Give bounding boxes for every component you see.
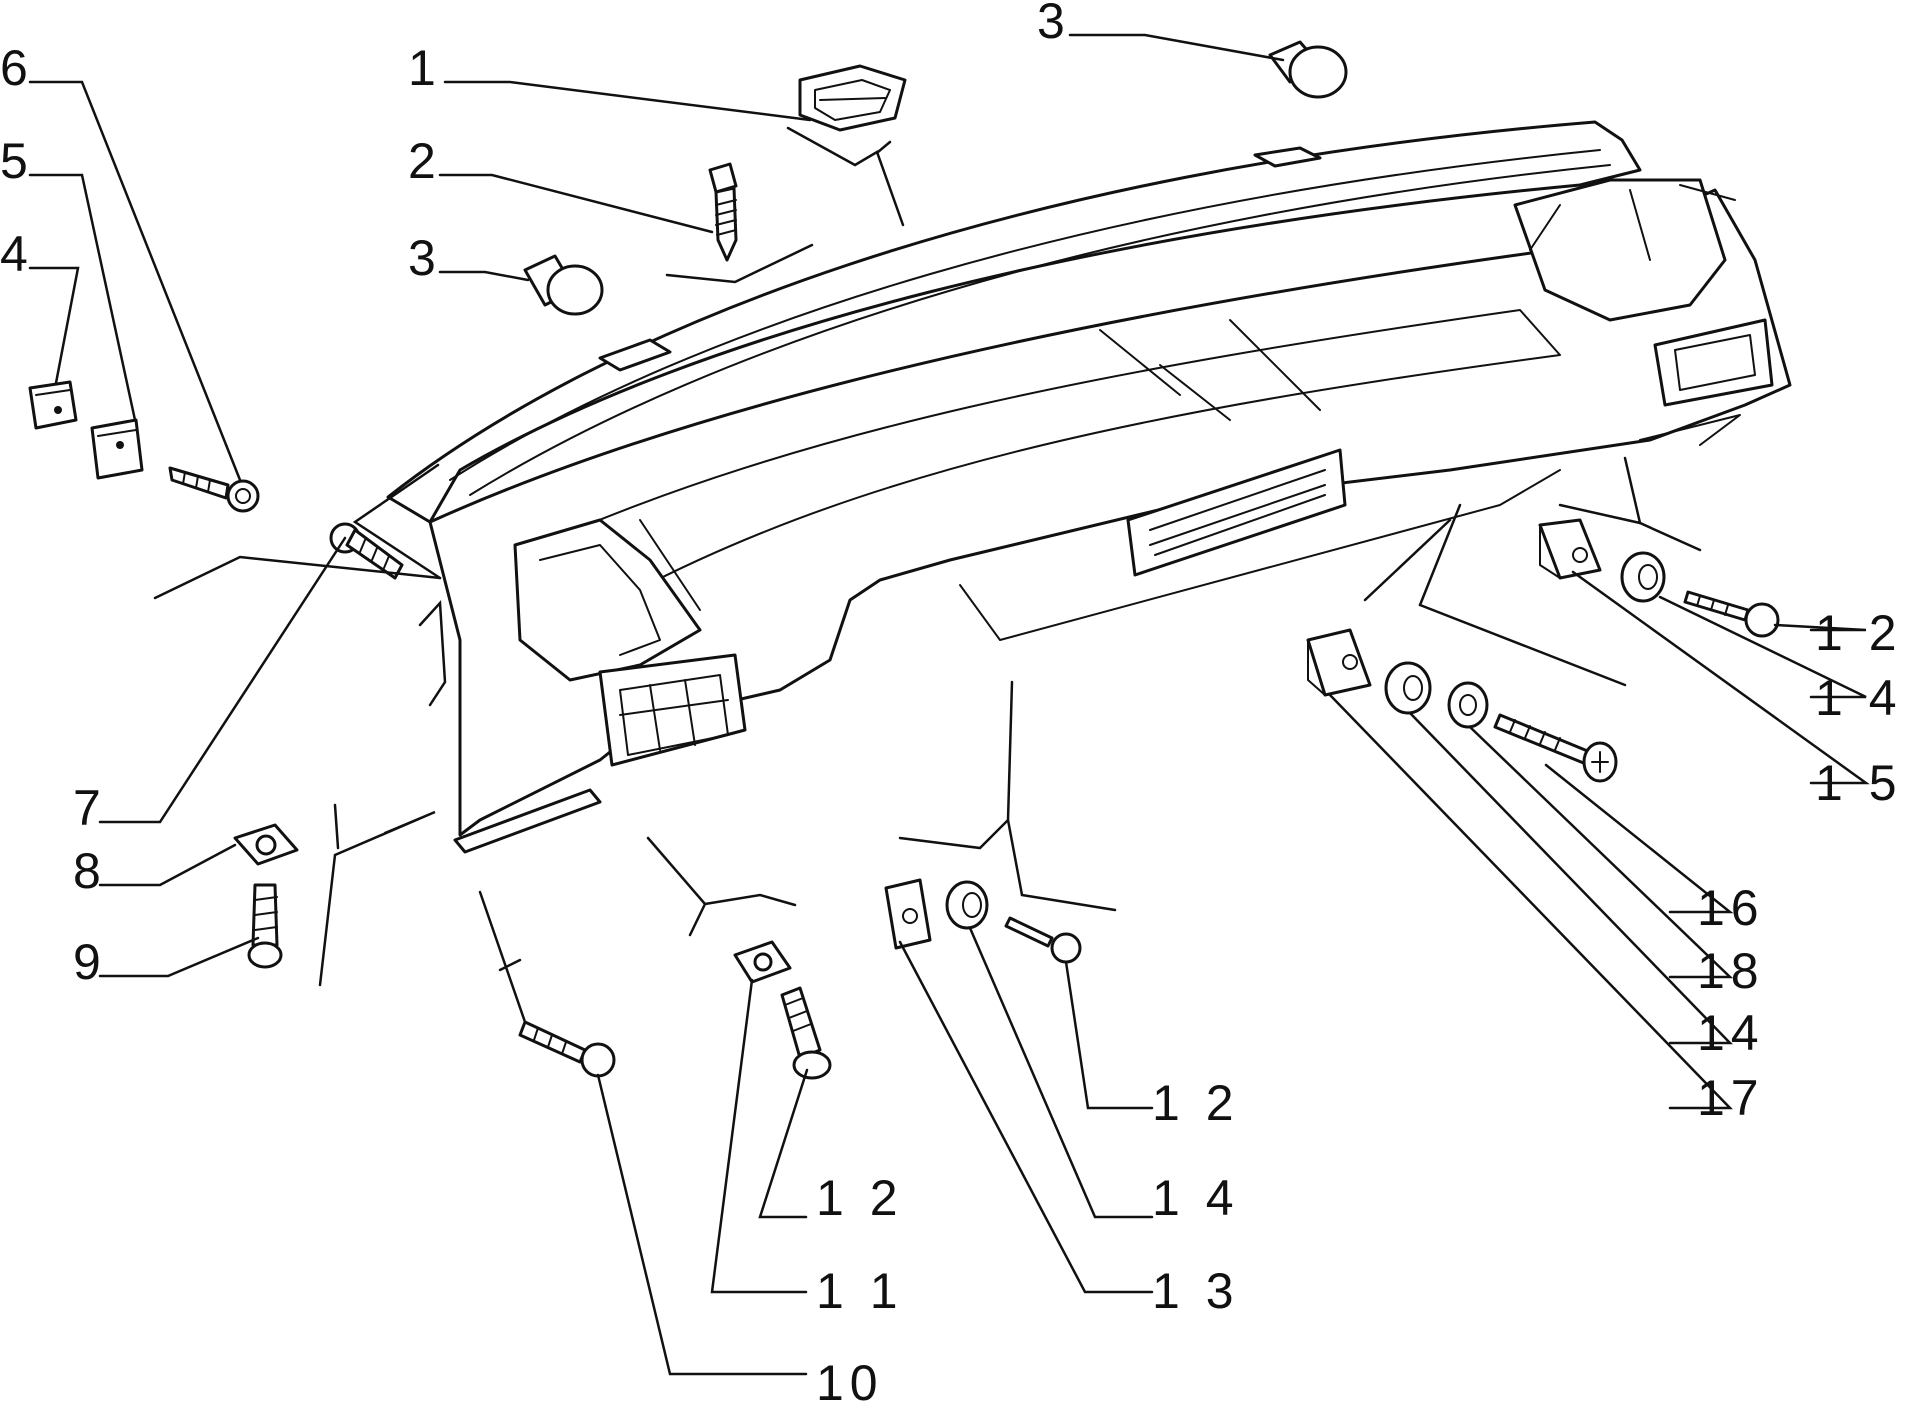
screw-6-part — [168, 466, 260, 513]
callout-16: 16 — [1697, 880, 1765, 936]
callout-12-mid: 1 2 — [1152, 1075, 1240, 1131]
bolt-10-part — [518, 1020, 616, 1078]
plug-cap-top-part — [1268, 40, 1348, 99]
callout-8: 8 — [73, 843, 107, 899]
screw-2-part — [708, 162, 738, 262]
screw-9-part — [247, 883, 283, 969]
screw-12-small-part — [1004, 916, 1082, 964]
bolt-7-part — [329, 522, 404, 580]
bolt-16-part — [1493, 713, 1618, 783]
callout-4: 4 — [0, 226, 34, 282]
clip-15-part — [1538, 518, 1602, 580]
callout-10: 10 — [816, 1355, 884, 1404]
grommet-14-mid-part — [1384, 661, 1432, 715]
callout-12-right: 1 2 — [1815, 605, 1903, 661]
callout-14-mid: 1 4 — [1152, 1170, 1240, 1226]
callout-3-top: 3 — [1037, 0, 1071, 49]
callout-18: 18 — [1697, 943, 1765, 999]
callout-9: 9 — [73, 934, 107, 990]
callout-12-lower: 1 2 — [816, 1170, 904, 1226]
callout-14-right: 1 4 — [1815, 670, 1903, 726]
callout-14-list: 14 — [1697, 1005, 1765, 1061]
clip-4-part — [28, 380, 78, 430]
nut-clip-11-part — [733, 940, 792, 984]
dashboard-panel — [386, 120, 1792, 854]
callout-1: 1 — [408, 40, 442, 96]
callout-3-left: 3 — [408, 230, 442, 286]
callout-15: 1 5 — [1815, 755, 1903, 811]
callout-17: 17 — [1697, 1070, 1765, 1126]
callout-5: 5 — [0, 133, 34, 189]
screw-12-right-part — [1683, 590, 1780, 638]
assembly-indicator-lines — [153, 126, 1702, 1024]
callout-2: 2 — [408, 133, 442, 189]
grommet-14-right-part — [1620, 551, 1666, 603]
clip-5-part — [90, 418, 144, 480]
clip-17-part — [1306, 628, 1372, 697]
leader-lines — [28, 33, 1870, 1376]
callout-11: 1 1 — [816, 1263, 904, 1319]
speaker-grille-part — [798, 64, 907, 132]
plug-cap-left-part — [523, 254, 604, 316]
clip-13-part — [884, 878, 932, 950]
callout-7: 7 — [73, 780, 107, 836]
grommet-14-lower-part — [945, 880, 989, 930]
nut-clip-8-part — [233, 823, 299, 866]
screw-12-lower-part — [780, 986, 832, 1080]
washer-18-part — [1447, 681, 1489, 729]
callout-6: 6 — [0, 40, 34, 96]
callout-13: 1 3 — [1152, 1263, 1240, 1319]
